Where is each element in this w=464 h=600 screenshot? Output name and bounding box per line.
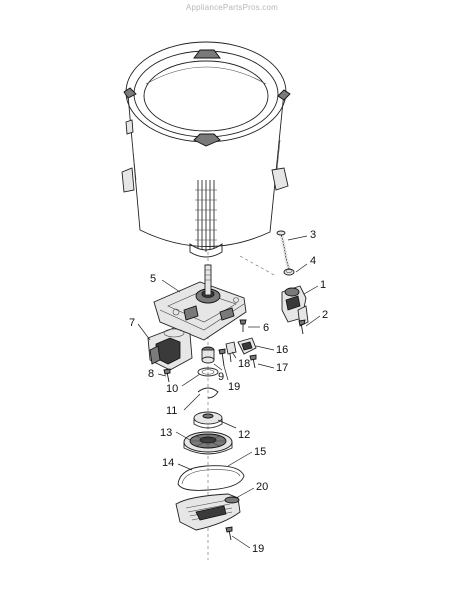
part-20-drive-pan — [175, 493, 241, 531]
part-19-screw-bottom — [225, 526, 233, 541]
callout-8: 8 — [148, 368, 154, 380]
watermark-text: AppliancePartsPros.com — [186, 3, 278, 12]
part-17-screw — [249, 354, 257, 369]
part-5-gearcase — [153, 264, 247, 341]
part-19-fitting-top — [218, 348, 226, 367]
callout-18: 18 — [238, 358, 250, 370]
callout-14: 14 — [162, 457, 174, 469]
part-11-clip — [197, 387, 219, 399]
leader-lines — [137, 235, 321, 549]
part-15-belt — [177, 465, 245, 491]
part-3-drain-hose — [276, 230, 292, 273]
part-13-pulley — [183, 431, 233, 455]
callout-1: 1 — [320, 279, 326, 291]
callout-9: 9 — [218, 371, 224, 383]
callout-15: 15 — [254, 446, 266, 458]
part-16-switch — [237, 337, 257, 355]
part-8-screw — [163, 368, 171, 383]
callout-4: 4 — [310, 255, 316, 267]
part-12-clutch — [193, 411, 223, 429]
callout-labels: 3 4 1 2 5 6 7 16 18 17 8 9 19 10 11 12 1… — [129, 229, 328, 555]
callout-5: 5 — [150, 273, 156, 285]
callout-19-lower: 19 — [252, 543, 264, 555]
part-18-fitting — [225, 341, 237, 363]
callout-7: 7 — [129, 317, 135, 329]
callout-10: 10 — [166, 383, 178, 395]
part-7-motor — [147, 327, 193, 371]
callout-12: 12 — [238, 429, 250, 441]
callout-19-upper: 19 — [228, 381, 240, 393]
part-9-coupler — [201, 346, 215, 364]
outer-tub — [121, 41, 291, 258]
part-10-ring — [197, 367, 219, 377]
callout-3: 3 — [310, 229, 316, 241]
part-4-clamp — [283, 268, 295, 276]
callout-17: 17 — [276, 362, 288, 374]
part-2-screw — [298, 319, 306, 335]
callout-6: 6 — [263, 322, 269, 334]
callout-13: 13 — [160, 427, 172, 439]
callout-16: 16 — [276, 344, 288, 356]
part-6-screw — [239, 319, 247, 332]
callout-20: 20 — [256, 481, 268, 493]
callout-2: 2 — [322, 309, 328, 321]
tub-ribs — [195, 180, 217, 252]
callout-11: 11 — [166, 405, 177, 417]
